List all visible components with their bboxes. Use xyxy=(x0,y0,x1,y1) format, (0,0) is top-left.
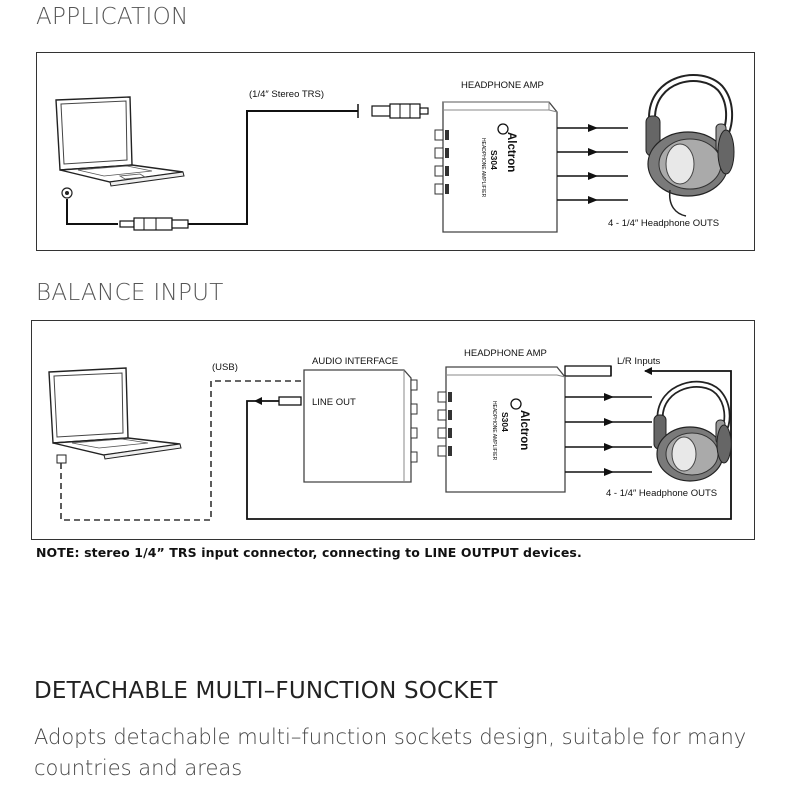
trs-plug-icon xyxy=(278,396,302,406)
device-model: S304 xyxy=(489,150,499,170)
laptop-icon xyxy=(55,96,185,187)
amp-label: HEADPHONE AMP xyxy=(461,80,544,91)
headphone-amp-device: Alctron S304 HEADPHONE AMPLIFIER xyxy=(434,101,558,233)
line-out-label: LINE OUT xyxy=(312,397,356,408)
device-model-2: S304 xyxy=(500,412,510,432)
trs-plug-icon xyxy=(564,365,612,377)
output-arrows xyxy=(557,124,628,204)
alctron-logo-icon xyxy=(510,398,522,410)
usb-port-icon xyxy=(56,454,67,464)
output-arrows xyxy=(565,393,652,476)
usb-label: (USB) xyxy=(212,362,238,373)
outs-label: 4 - 1/4″ Headphone OUTS xyxy=(608,218,719,229)
device-desc: HEADPHONE AMPLIFIER xyxy=(480,138,486,198)
trs-plug-icon xyxy=(357,103,429,119)
headphones-icon xyxy=(653,380,732,482)
amp-label-2: HEADPHONE AMP xyxy=(464,348,547,359)
lr-label: L/R Inputs xyxy=(617,356,661,367)
device-brand-2: Alctron xyxy=(518,410,530,450)
laptop-icon xyxy=(48,367,182,460)
audio-interface-device xyxy=(303,369,418,483)
alctron-logo-icon xyxy=(497,123,509,135)
cable-label: (1/4″ Stereo TRS) xyxy=(249,89,324,100)
feature-title: DETACHABLE MULTI–FUNCTION SOCKET xyxy=(34,678,498,704)
balance-title: BALANCE INPUT xyxy=(36,280,224,306)
trs-plug-icon xyxy=(119,217,189,231)
outs-label-2: 4 - 1/4″ Headphone OUTS xyxy=(606,488,717,499)
feature-description: Adopts detachable multi–function sockets… xyxy=(34,725,747,780)
headphones-icon xyxy=(645,74,735,217)
note-text: NOTE: stereo 1/4” TRS input connector, c… xyxy=(36,545,582,560)
interface-label: AUDIO INTERFACE xyxy=(312,356,398,367)
device-desc-2: HEADPHONE AMPLIFIER xyxy=(491,401,497,461)
device-brand: Alctron xyxy=(505,132,517,172)
application-title: APPLICATION xyxy=(36,4,189,30)
headphone-amp-device: Alctron S304 HEADPHONE AMPLIFIER xyxy=(437,366,566,493)
